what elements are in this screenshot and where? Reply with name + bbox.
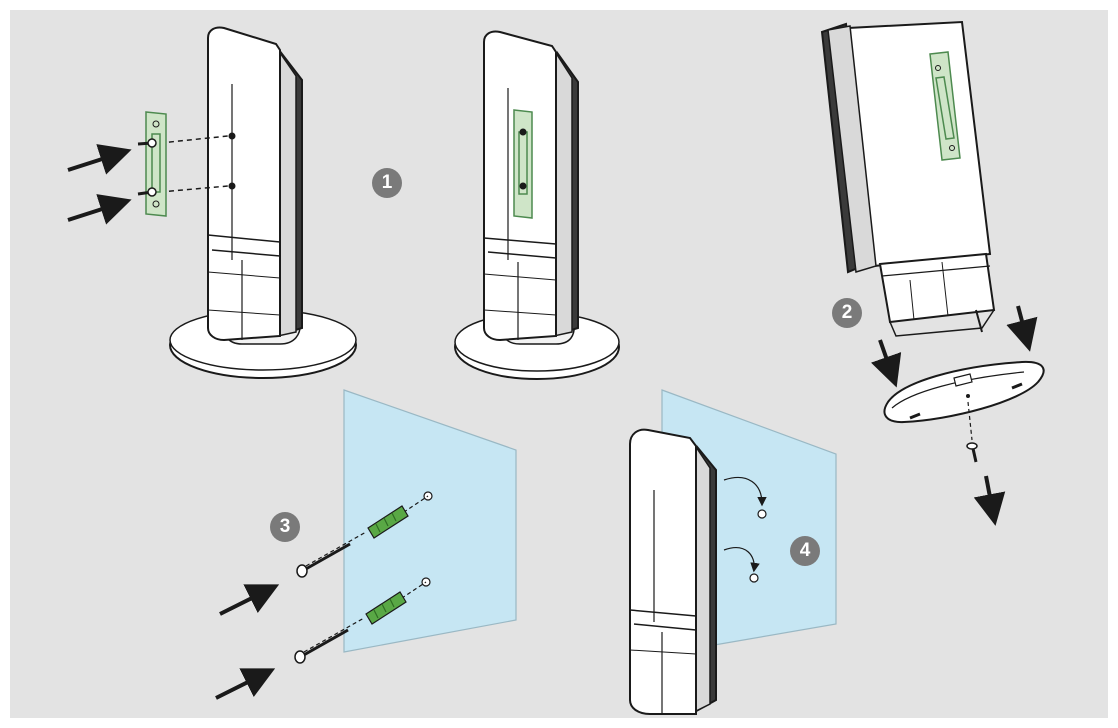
screw-icon	[967, 443, 977, 462]
speaker-icon	[822, 22, 994, 336]
instruction-diagram: 1 2 3 4	[10, 10, 1108, 718]
diagram-canvas	[10, 10, 1108, 718]
speaker-2-with-stand	[455, 31, 619, 379]
arrow-icon	[220, 588, 272, 614]
step-badge-1: 1	[372, 168, 402, 198]
screw-icon	[295, 630, 348, 663]
arrow-icon	[1018, 306, 1028, 344]
speaker-3-removing-stand	[822, 22, 1044, 518]
step-badge-4: 4	[790, 536, 820, 566]
arrow-icon	[68, 152, 124, 170]
speaker-1-with-stand	[68, 27, 356, 378]
screw-icon	[297, 544, 350, 577]
step-badge-2: 2	[832, 298, 862, 328]
arrow-icon	[216, 672, 268, 698]
bracket-icon	[514, 110, 532, 218]
speaker-icon	[630, 430, 716, 714]
arrow-icon	[880, 340, 894, 380]
stand-base-icon	[885, 362, 1044, 422]
wall-mounting-anchors	[216, 390, 516, 698]
speaker-icon	[208, 27, 302, 340]
arrow-icon	[68, 202, 124, 220]
step-badge-3: 3	[270, 512, 300, 542]
arrow-icon	[986, 476, 994, 518]
bracket-icon	[146, 112, 166, 216]
